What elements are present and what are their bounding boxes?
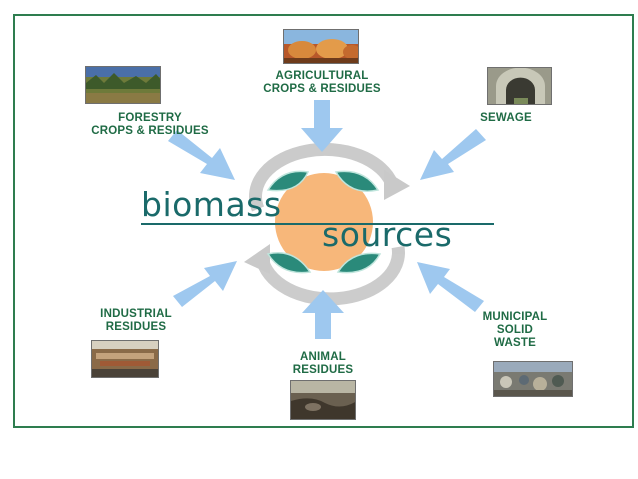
- label-sewage-line1: SEWAGE: [480, 112, 532, 124]
- label-industrial-line2: RESIDUES: [105, 321, 167, 333]
- animal-photo: [290, 380, 356, 420]
- label-forestry-line1: FORESTRY: [118, 112, 182, 124]
- cycle-arrowhead-top: [384, 170, 410, 200]
- label-municipal-line2: SOLID: [496, 324, 534, 336]
- label-agricultural-line2: CROPS & RESIDUES: [263, 83, 381, 95]
- arrows: [168, 100, 486, 339]
- label-industrial: INDUSTRIAL RESIDUES: [86, 308, 186, 334]
- label-animal-line1: ANIMAL: [300, 351, 346, 363]
- label-animal: ANIMAL RESIDUES: [278, 351, 368, 377]
- leaf-group: [266, 170, 382, 274]
- arrow-municipal: [417, 262, 484, 312]
- title-sources: sources: [322, 215, 453, 254]
- label-industrial-line1: INDUSTRIAL: [100, 308, 172, 320]
- center-circle: [275, 173, 373, 271]
- label-animal-line2: RESIDUES: [292, 364, 354, 376]
- leaf-bottom-right: [336, 252, 382, 274]
- cycle-ring: [249, 142, 405, 306]
- label-agricultural-line1: AGRICULTURAL: [275, 70, 369, 82]
- label-municipal: MUNICIPAL SOLID WASTE: [470, 311, 560, 350]
- label-forestry: FORESTRY CROPS & RESIDUES: [70, 112, 230, 138]
- leaf-bottom-left: [266, 252, 312, 274]
- industrial-photo: [91, 340, 159, 378]
- label-agricultural: AGRICULTURAL CROPS & RESIDUES: [242, 70, 402, 96]
- arrow-forestry: [168, 130, 235, 180]
- sewage-photo: [487, 67, 552, 105]
- cycle-arrowhead-bottom: [244, 244, 270, 274]
- label-sewage: SEWAGE: [466, 112, 546, 125]
- arrow-sewage: [420, 129, 486, 180]
- label-forestry-line2: CROPS & RESIDUES: [91, 125, 209, 137]
- leaf-top-right: [334, 170, 380, 192]
- municipal-photo: [493, 361, 573, 397]
- label-municipal-line1: MUNICIPAL: [482, 311, 548, 323]
- leaf-top-left: [266, 170, 310, 192]
- arrow-industrial: [173, 261, 237, 307]
- agricultural-photo: [283, 29, 359, 64]
- label-municipal-line3: WASTE: [494, 337, 536, 349]
- arrow-animal: [302, 290, 344, 339]
- forestry-photo: [85, 66, 161, 104]
- arrow-agricultural: [301, 100, 343, 152]
- title-biomass: biomass: [141, 185, 282, 224]
